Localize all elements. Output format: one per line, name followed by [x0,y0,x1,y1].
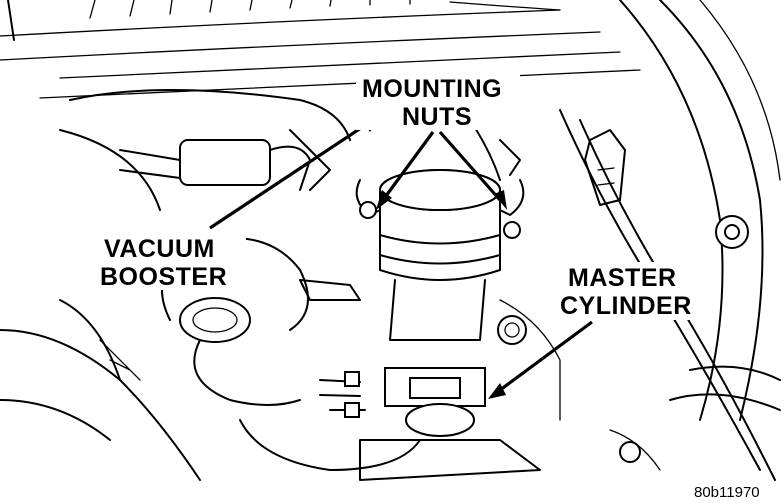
mounting-nuts-arrow-right [438,130,502,202]
vacuum-booster-arrow [209,120,371,230]
figure-id: 80b11970 [694,484,760,501]
mounting-nuts-label-line2: NUTS [402,103,472,131]
mounting-nuts-label-line1: MOUNTING [362,75,502,103]
master-cylinder-label-line2: CYLINDER [560,292,692,320]
master-cylinder-body [355,119,561,481]
vacuum-booster-label-line1: VACUUM [104,235,215,263]
left-booster-linework [0,89,421,481]
vacuum-booster-label-line2: BOOSTER [100,263,227,291]
mounting-nuts-arrow-left [381,131,435,201]
cowl-hatching [0,0,641,99]
master-cylinder-label-line1: MASTER [568,264,677,292]
label-backplates [96,72,774,502]
master-cylinder-arrow [495,320,593,395]
